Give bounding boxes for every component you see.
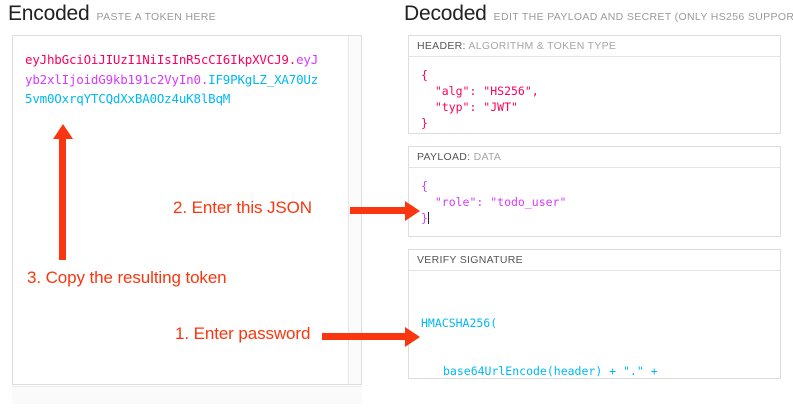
signature-line-hmac: HMACSHA256( xyxy=(421,316,498,330)
encoded-token-text: eyJhbGciOiJIUzI1NiIsInR5cCI6IkpXVCJ9.eyJ… xyxy=(25,50,325,109)
signature-panel-label: VERIFY SIGNATURE xyxy=(409,250,780,271)
header-label-key: HEADER: xyxy=(417,40,466,52)
encoded-title: Encoded xyxy=(8,2,90,25)
payload-panel: PAYLOAD: DATA { "role": "todo_user" } xyxy=(408,146,781,237)
payload-label-value: DATA xyxy=(473,151,502,163)
header-panel-label: HEADER: ALGORITHM & TOKEN TYPE xyxy=(409,36,780,57)
annotation-arrow-2-icon xyxy=(350,200,420,221)
payload-json-editor[interactable]: { "role": "todo_user" } xyxy=(409,168,780,237)
payload-panel-label: PAYLOAD: DATA xyxy=(409,147,780,168)
annotation-step-2: 2. Enter this JSON xyxy=(173,198,312,217)
decoded-subtitle: EDIT THE PAYLOAD AND SECRET (ONLY HS256 … xyxy=(493,11,793,23)
token-payload-segment: eyJyb2xlIjoidG9kb191c2VyIn0 xyxy=(25,52,319,87)
annotation-step-1: 1. Enter password xyxy=(175,324,311,343)
token-dot-separator-1: . xyxy=(288,52,297,67)
signature-editor: HMACSHA256( base64UrlEncode(header) + ".… xyxy=(409,271,780,379)
decoded-title: Decoded xyxy=(404,2,487,25)
token-dot-separator-2: . xyxy=(200,71,209,87)
header-json-editor[interactable]: { "alg": "HS256", "typ": "JWT" } xyxy=(421,68,539,130)
token-signature-segment: IF9PKgLZ_XA70Uz5vm0OxrqYTCQdXxBA0Oz4uK8l… xyxy=(25,71,319,107)
encoded-token-textarea[interactable]: eyJhbGciOiJIUzI1NiIsInR5cCI6IkpXVCJ9.eyJ… xyxy=(12,35,362,385)
signature-panel: VERIFY SIGNATURE HMACSHA256( base64UrlEn… xyxy=(408,249,781,379)
decoded-column: Decoded EDIT THE PAYLOAD AND SECRET (ONLY… xyxy=(396,0,793,411)
payload-json-text: { "role": "todo_user" } xyxy=(421,179,567,225)
annotation-arrow-3-icon xyxy=(52,124,73,260)
signature-line-header-encode: base64UrlEncode(header) + "." + xyxy=(443,364,658,378)
signature-label-key: VERIFY SIGNATURE xyxy=(417,254,523,266)
encoded-heading: Encoded PASTE A TOKEN HERE xyxy=(8,2,216,26)
encoded-subtitle: PASTE A TOKEN HERE xyxy=(96,11,217,23)
annotation-arrow-1-icon xyxy=(322,326,420,347)
encoded-resize-strip xyxy=(12,386,362,404)
header-panel: HEADER: ALGORITHM & TOKEN TYPE { "alg": … xyxy=(408,35,781,134)
text-cursor xyxy=(427,212,429,224)
decoded-heading: Decoded EDIT THE PAYLOAD AND SECRET (ONLY… xyxy=(404,2,793,26)
token-header-segment: eyJhbGciOiJIUzI1NiIsInR5cCI6IkpXVCJ9 xyxy=(25,52,289,67)
encoded-column: Encoded PASTE A TOKEN HERE eyJhbGciOiJIUz… xyxy=(0,0,396,411)
payload-label-key: PAYLOAD: xyxy=(417,151,471,163)
annotation-step-3: 3. Copy the resulting token xyxy=(27,268,227,287)
header-label-value: ALGORITHM & TOKEN TYPE xyxy=(468,40,617,52)
